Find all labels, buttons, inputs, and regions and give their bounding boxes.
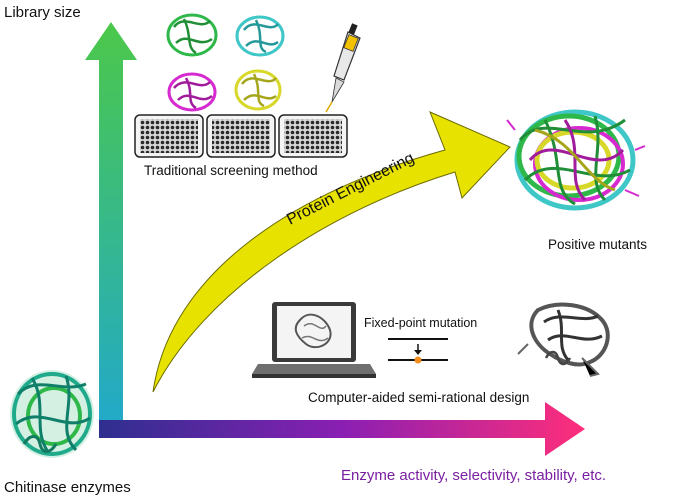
- protein-green-icon: [166, 13, 218, 57]
- fixed-point-mutation-label: Fixed-point mutation: [364, 316, 478, 330]
- protein-engineering-arrow: [152, 111, 511, 393]
- x-axis-label: Enzyme activity, selectivity, stability,…: [341, 467, 607, 484]
- screening-proteins: [166, 13, 285, 112]
- protein-yellow-icon: [234, 69, 282, 111]
- chitinase-protein-icon: [10, 370, 94, 458]
- y-axis-arrow: [85, 22, 137, 425]
- positive-mutants-protein-icon: [506, 109, 646, 211]
- well-plates: [134, 114, 348, 158]
- y-axis-label: Library size: [4, 4, 81, 21]
- traditional-screening-caption: Traditional screening method: [144, 163, 318, 178]
- laptop-icon: [252, 302, 376, 378]
- origin-label: Chitinase enzymes: [4, 479, 131, 496]
- protein-cyan-icon: [235, 15, 285, 57]
- protein-magenta-icon: [167, 72, 217, 112]
- semi-rational-design-caption: Computer-aided semi-rational design: [308, 390, 530, 405]
- x-axis-arrow: [99, 402, 585, 456]
- pipette-icon: [325, 23, 361, 113]
- designed-protein-icon: [517, 302, 610, 377]
- positive-mutants-caption: Positive mutants: [548, 237, 648, 252]
- mutation-symbol: [388, 338, 448, 364]
